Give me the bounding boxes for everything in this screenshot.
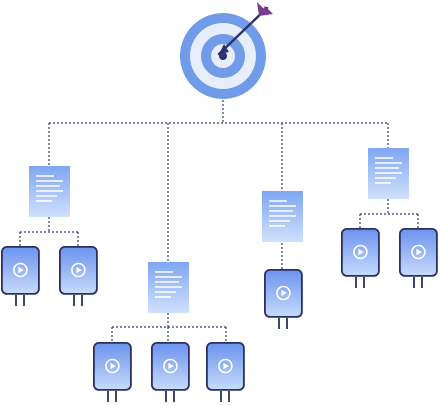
video-file-icon [92,341,132,402]
video-file-icon [150,341,190,402]
video-file-icon [205,341,245,402]
video-file-icon [398,227,438,288]
video-file-icon [0,245,40,306]
video-file-icon [263,268,303,329]
connector-doc4-bus [359,199,419,228]
connector-doc1-bus [19,217,79,246]
document-icon [148,262,189,313]
document-icon [262,191,303,242]
connectors [19,96,419,342]
target-with-dart-icon [180,2,273,99]
video-file-icon [340,227,380,288]
connector-doc2-bus [111,313,227,342]
video-file-icon [58,245,98,306]
document-icon [29,166,70,217]
document-icon [368,148,409,199]
